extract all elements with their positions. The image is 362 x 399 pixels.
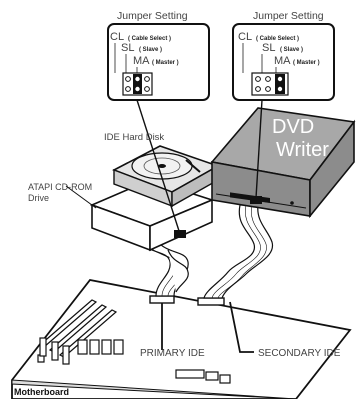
jumper-sl-abbr-right: SL (262, 42, 275, 54)
jumper-ma-abbr-left: MA (133, 55, 150, 67)
jumper-ma-abbr-right: MA (274, 55, 291, 67)
dvd-ide-connector (250, 196, 262, 204)
jumper-cl-desc-right: ( Cable Select ) (256, 36, 299, 42)
motherboard-label: Motherboard (14, 387, 69, 397)
dvd-writer-drive: DVD Writer (210, 107, 356, 219)
jumper-sl-abbr-left: SL (121, 42, 134, 54)
primary-ide-label: PRIMARY IDE (140, 348, 205, 359)
ide-hard-disk (112, 145, 220, 208)
jumper-ma-desc-left: ( Master ) (152, 60, 179, 66)
jumper-title-left: Jumper Setting (117, 10, 188, 22)
jumper-cl-abbr-right: CL (238, 31, 252, 43)
primary-ide-header (149, 295, 175, 304)
board-connectors (175, 369, 231, 384)
jumper-cap-left (133, 74, 142, 94)
jumper-sl-desc-left: ( Slave ) (139, 47, 162, 53)
jumper-box-right: Jumper Setting CL ( Cable Select ) SL ( … (232, 10, 335, 101)
dvd-label-line1: DVD (272, 116, 314, 138)
jumper-sl-desc-right: ( Slave ) (280, 47, 303, 53)
atapi-leader (65, 185, 97, 209)
dvd-label-line2: Writer (276, 139, 329, 161)
primary-ide-cable-from-hdd (167, 249, 189, 293)
motherboard: Motherboard (11, 279, 352, 399)
secondary-ide-header (197, 297, 225, 306)
expansion-slots (37, 299, 118, 365)
jumper-box-left: Jumper Setting CL ( Cable Select ) SL ( … (107, 10, 210, 101)
memory-slots (77, 339, 124, 355)
jumper-cl-abbr-left: CL (110, 31, 124, 43)
secondary-ide-label: SECONDARY IDE (258, 348, 341, 359)
ide-hard-disk-label: IDE Hard Disk (104, 132, 164, 143)
jumper-cap-right (275, 74, 285, 94)
jumper-pins-right (251, 72, 289, 96)
secondary-ide-cable (203, 204, 274, 299)
jumper-ma-desc-right: ( Master ) (293, 60, 320, 66)
atapi-label-line2: Drive (28, 193, 49, 203)
jumper-pins-left (122, 72, 153, 96)
jumper-pointer-lines (136, 99, 263, 235)
jumper-cl-desc-left: ( Cable Select ) (128, 36, 171, 42)
dvd-eject-button (290, 201, 294, 205)
jumper-title-right: Jumper Setting (253, 10, 324, 22)
atapi-label-line1: ATAPI CD-ROM (28, 182, 92, 192)
